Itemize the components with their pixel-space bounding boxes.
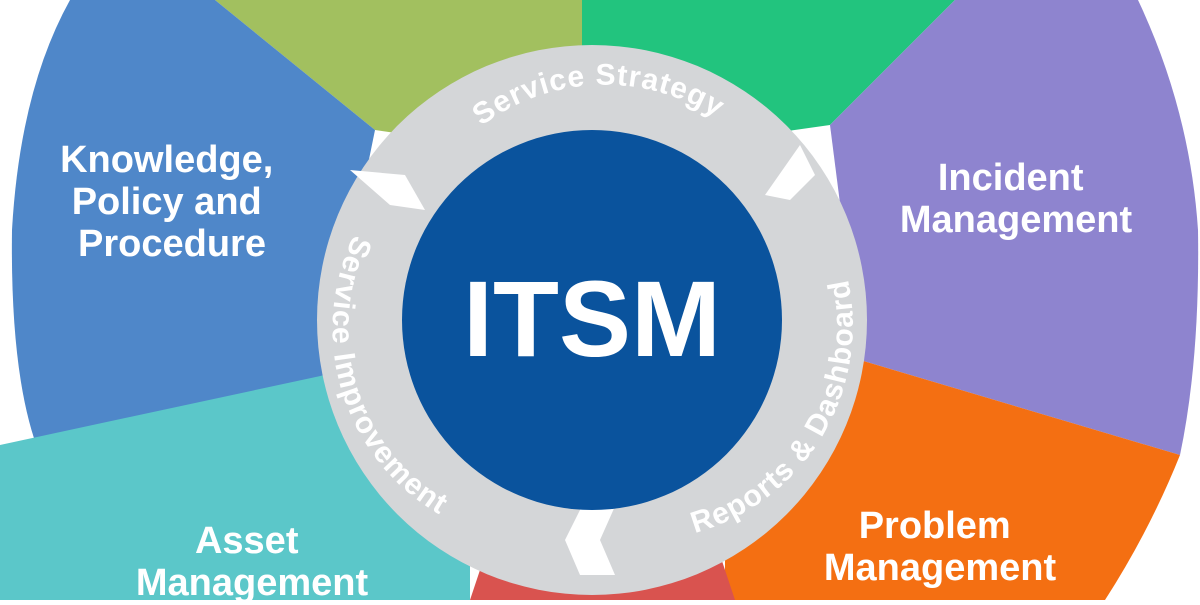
center-title: ITSM	[463, 258, 721, 379]
center-circle	[402, 130, 782, 510]
ring-chevron-bottom	[565, 495, 620, 575]
label-asset: Asset Management	[136, 520, 369, 600]
label-knowledge: Knowledge, Policy and Procedure	[60, 139, 284, 265]
label-incident: Incident Management	[900, 157, 1133, 241]
segment-knowledge	[11, 0, 375, 455]
ring-chevron-right	[765, 145, 815, 200]
segment-incident	[830, 0, 1199, 455]
label-problem: Problem Management	[824, 505, 1057, 589]
ring-chevron-left	[350, 170, 425, 210]
